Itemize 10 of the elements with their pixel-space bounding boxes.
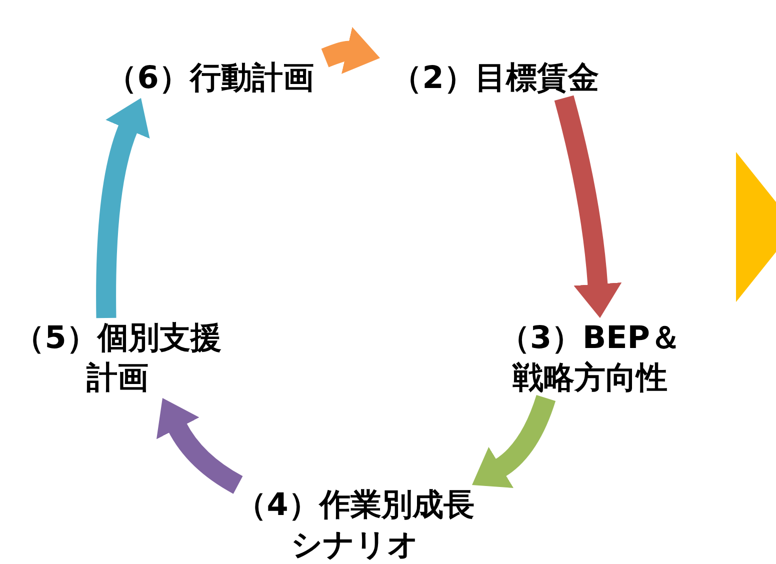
step-label: （3）BEP＆戦略方向性 [490, 318, 690, 398]
chevron-shape [736, 152, 776, 302]
arrow [156, 398, 243, 494]
arrow [96, 98, 150, 318]
step-label: （2）目標賃金 [380, 58, 610, 98]
arrow [554, 95, 622, 318]
step-label: （5）個別支援計画 [5, 318, 230, 398]
arrow [321, 26, 381, 74]
step-label: （6）行動計画 [95, 58, 325, 98]
step-label: （4）作業別成長シナリオ [225, 485, 485, 564]
